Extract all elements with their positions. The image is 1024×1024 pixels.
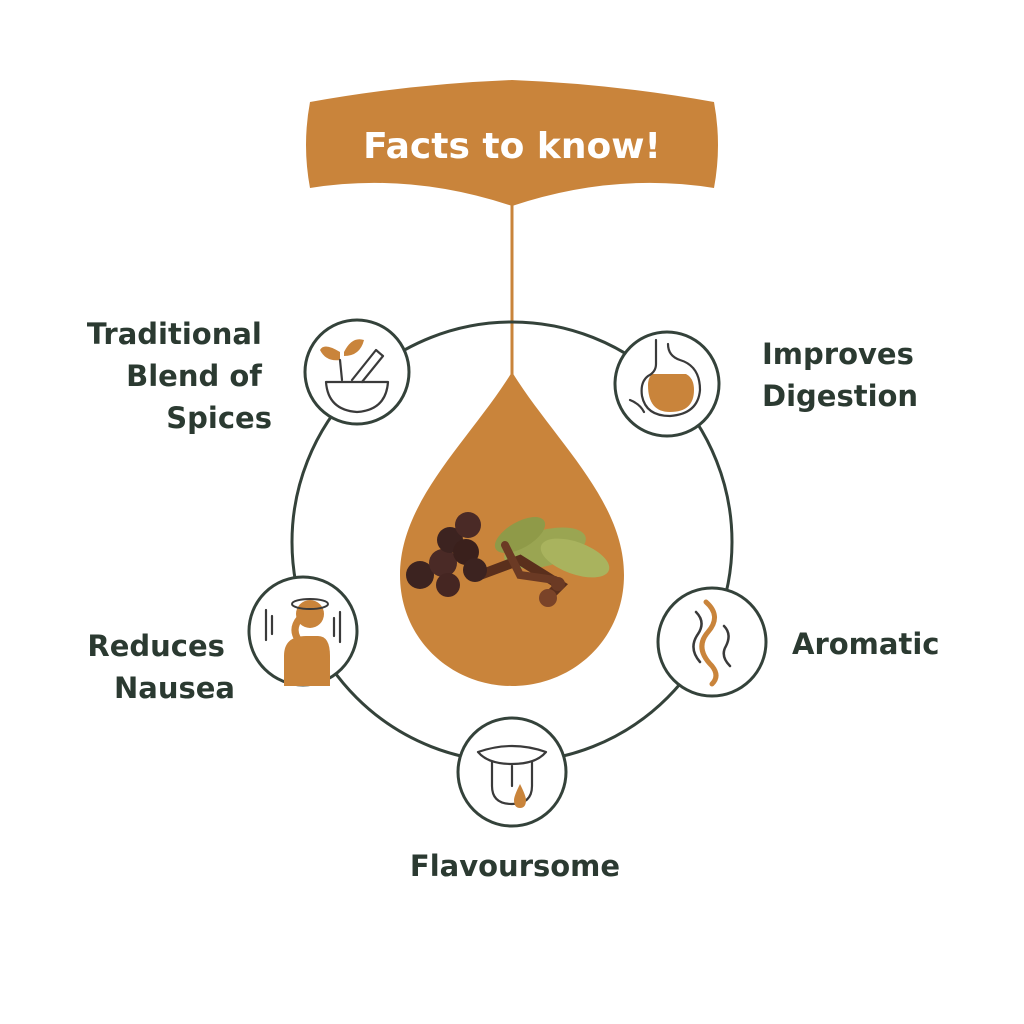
banner-shape: [306, 80, 718, 206]
fact-aromatic: Aromatic: [656, 586, 939, 698]
fact-label: Flavoursome: [410, 849, 620, 883]
icon-circle: [656, 586, 768, 698]
fact-traditional-blend: Traditional Blend of Spices: [87, 317, 411, 435]
peppercorn: [406, 561, 434, 589]
clove-head: [551, 577, 565, 591]
tongue-drop-icon: [476, 744, 548, 808]
banner-title: Facts to know!: [363, 126, 661, 167]
mortar-pestle-herb-icon: [320, 339, 390, 414]
clove-stick: [501, 541, 559, 584]
fact-improves-digestion: Improves Digestion: [613, 330, 924, 438]
fact-label: Aromatic: [792, 627, 939, 661]
fact-reduces-nausea: Reduces Nausea: [87, 575, 359, 705]
aroma-wave-icon: [692, 599, 732, 687]
fact-flavoursome: Flavoursome: [410, 716, 620, 883]
peppercorn: [436, 573, 460, 597]
stomach-icon: [628, 338, 702, 418]
fact-label: Improves Digestion: [762, 337, 924, 413]
peppercorn: [429, 549, 457, 577]
cardamom-pod: [540, 538, 610, 578]
peppercorn: [463, 558, 487, 582]
peppercorn: [455, 512, 481, 538]
clove-head: [539, 589, 557, 607]
spice-drop-image: [400, 372, 624, 686]
title-banner: Facts to know!: [306, 80, 718, 380]
nauseous-person-icon: [264, 598, 342, 686]
fact-label: Reduces Nausea: [87, 629, 235, 705]
fact-label: Traditional Blend of Spices: [87, 317, 272, 435]
